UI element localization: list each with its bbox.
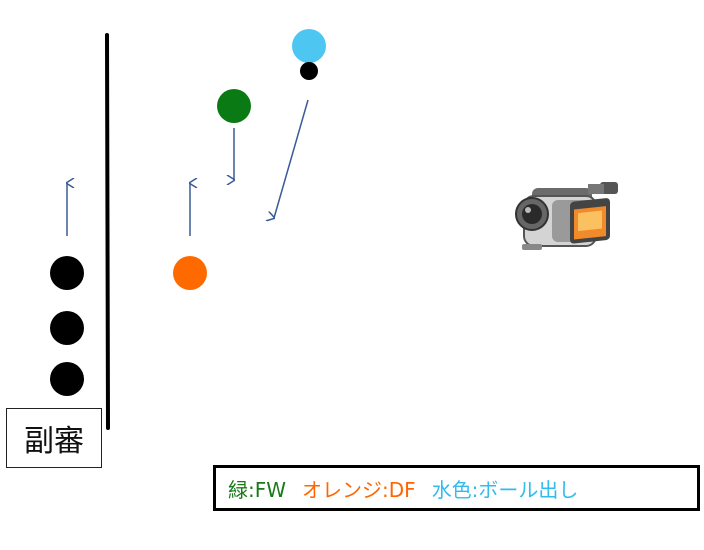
assistant-referee-text: 副審 bbox=[24, 424, 84, 459]
assistant-referee-label: 副審 bbox=[6, 408, 102, 468]
ball bbox=[300, 62, 318, 80]
player-orange-df bbox=[173, 256, 207, 290]
legend-lightblue-ball-out: 水色:ボール出し bbox=[431, 477, 579, 502]
legend: 緑:FW オレンジ:DF 水色:ボール出し bbox=[213, 465, 700, 511]
player-lightblue-ball bbox=[292, 29, 326, 63]
arrow-ball-diagonal bbox=[274, 99, 309, 218]
sideline bbox=[105, 33, 110, 430]
player-black-1 bbox=[50, 256, 84, 290]
player-black-3 bbox=[50, 362, 84, 396]
legend-green-fw: 緑:FW bbox=[228, 477, 287, 502]
player-green-fw bbox=[217, 89, 251, 123]
legend-orange-df: オレンジ:DF bbox=[302, 477, 416, 502]
player-black-2 bbox=[50, 311, 84, 345]
video-camera-icon bbox=[515, 182, 618, 250]
